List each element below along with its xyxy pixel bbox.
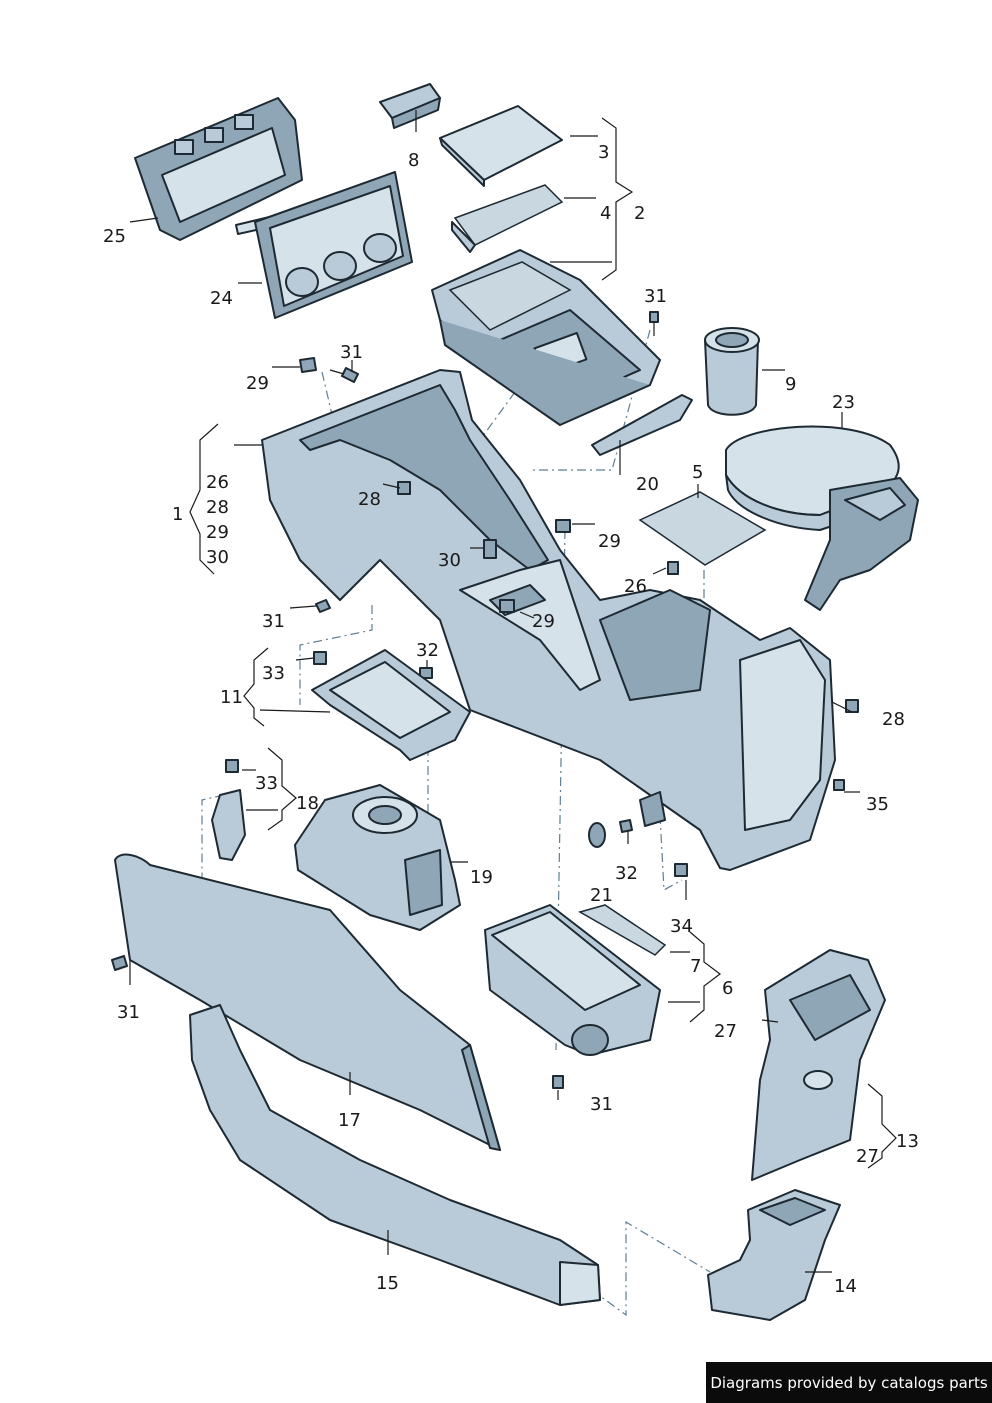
label-1: 1 [172, 504, 183, 525]
label-6: 6 [722, 978, 733, 999]
part-23-armrest [725, 425, 919, 611]
label-31-left: 31 [262, 611, 285, 632]
label-29-group: 29 [206, 522, 229, 543]
label-31-top: 31 [340, 342, 363, 363]
label-31-tray: 31 [644, 286, 667, 307]
part-24-control-panel [235, 171, 413, 319]
part-17-side-panel [114, 853, 501, 1151]
label-33-bracket: 33 [262, 663, 285, 684]
braces [189, 117, 897, 1169]
label-5: 5 [692, 462, 703, 483]
label-30-group: 30 [206, 547, 229, 568]
part-6-compartment [484, 904, 661, 1056]
label-26-group: 26 [206, 472, 229, 493]
label-29-mid: 29 [598, 531, 621, 552]
label-29-low: 29 [532, 611, 555, 632]
label-8: 8 [408, 150, 419, 171]
part-5-mat [638, 491, 767, 566]
part-8-switch [379, 83, 441, 129]
label-11: 11 [220, 687, 243, 708]
label-33: 33 [255, 773, 278, 794]
clip-icons [225, 357, 859, 877]
label-15: 15 [376, 1273, 399, 1294]
label-31-bottom: 31 [590, 1094, 613, 1115]
part-labels: 1 2 3 4 5 6 7 8 9 11 13 14 15 17 18 19 2… [103, 142, 919, 1297]
label-27-vent: 27 [714, 1021, 737, 1042]
label-20: 20 [636, 474, 659, 495]
part-9-cup-holder [704, 327, 760, 416]
label-23: 23 [832, 392, 855, 413]
part-15-duct [189, 1004, 601, 1306]
part-13-rear-vent [751, 949, 886, 1181]
label-34: 34 [670, 916, 693, 937]
screw-icons [111, 311, 845, 1089]
label-19: 19 [470, 867, 493, 888]
label-24: 24 [210, 288, 233, 309]
label-9: 9 [785, 374, 796, 395]
part-20-strip [591, 394, 693, 456]
label-13: 13 [896, 1131, 919, 1152]
label-28-left: 28 [358, 489, 381, 510]
credit-footer: Diagrams provided by catalogs parts [706, 1362, 992, 1403]
label-3: 3 [598, 142, 609, 163]
label-29-top: 29 [246, 373, 269, 394]
label-30: 30 [438, 550, 461, 571]
label-2: 2 [634, 203, 645, 224]
part-11-bracket [311, 649, 471, 761]
part-21-mat [578, 904, 667, 956]
label-28-group: 28 [206, 497, 229, 518]
label-17: 17 [338, 1110, 361, 1131]
label-28-right: 28 [882, 709, 905, 730]
label-31-panel: 31 [117, 1002, 140, 1023]
label-14: 14 [834, 1276, 857, 1297]
leader-lines [129, 110, 860, 1273]
label-32-bracket: 32 [416, 640, 439, 661]
part-2-storage-tray [431, 249, 661, 426]
part-4-storage-mat [451, 184, 564, 253]
label-7: 7 [690, 956, 701, 977]
part-3-mat [439, 105, 563, 187]
label-25: 25 [103, 226, 126, 247]
part-19-shifter [294, 784, 461, 931]
label-26: 26 [624, 576, 647, 597]
label-21: 21 [590, 885, 613, 906]
label-27-group: 27 [856, 1146, 879, 1167]
label-35: 35 [866, 794, 889, 815]
part-14-lower-duct [707, 1189, 841, 1321]
label-32: 32 [615, 863, 638, 884]
part-25-trim-frame [134, 97, 303, 241]
part-18-holder [211, 789, 246, 861]
label-18: 18 [296, 793, 319, 814]
label-4: 4 [600, 203, 611, 224]
